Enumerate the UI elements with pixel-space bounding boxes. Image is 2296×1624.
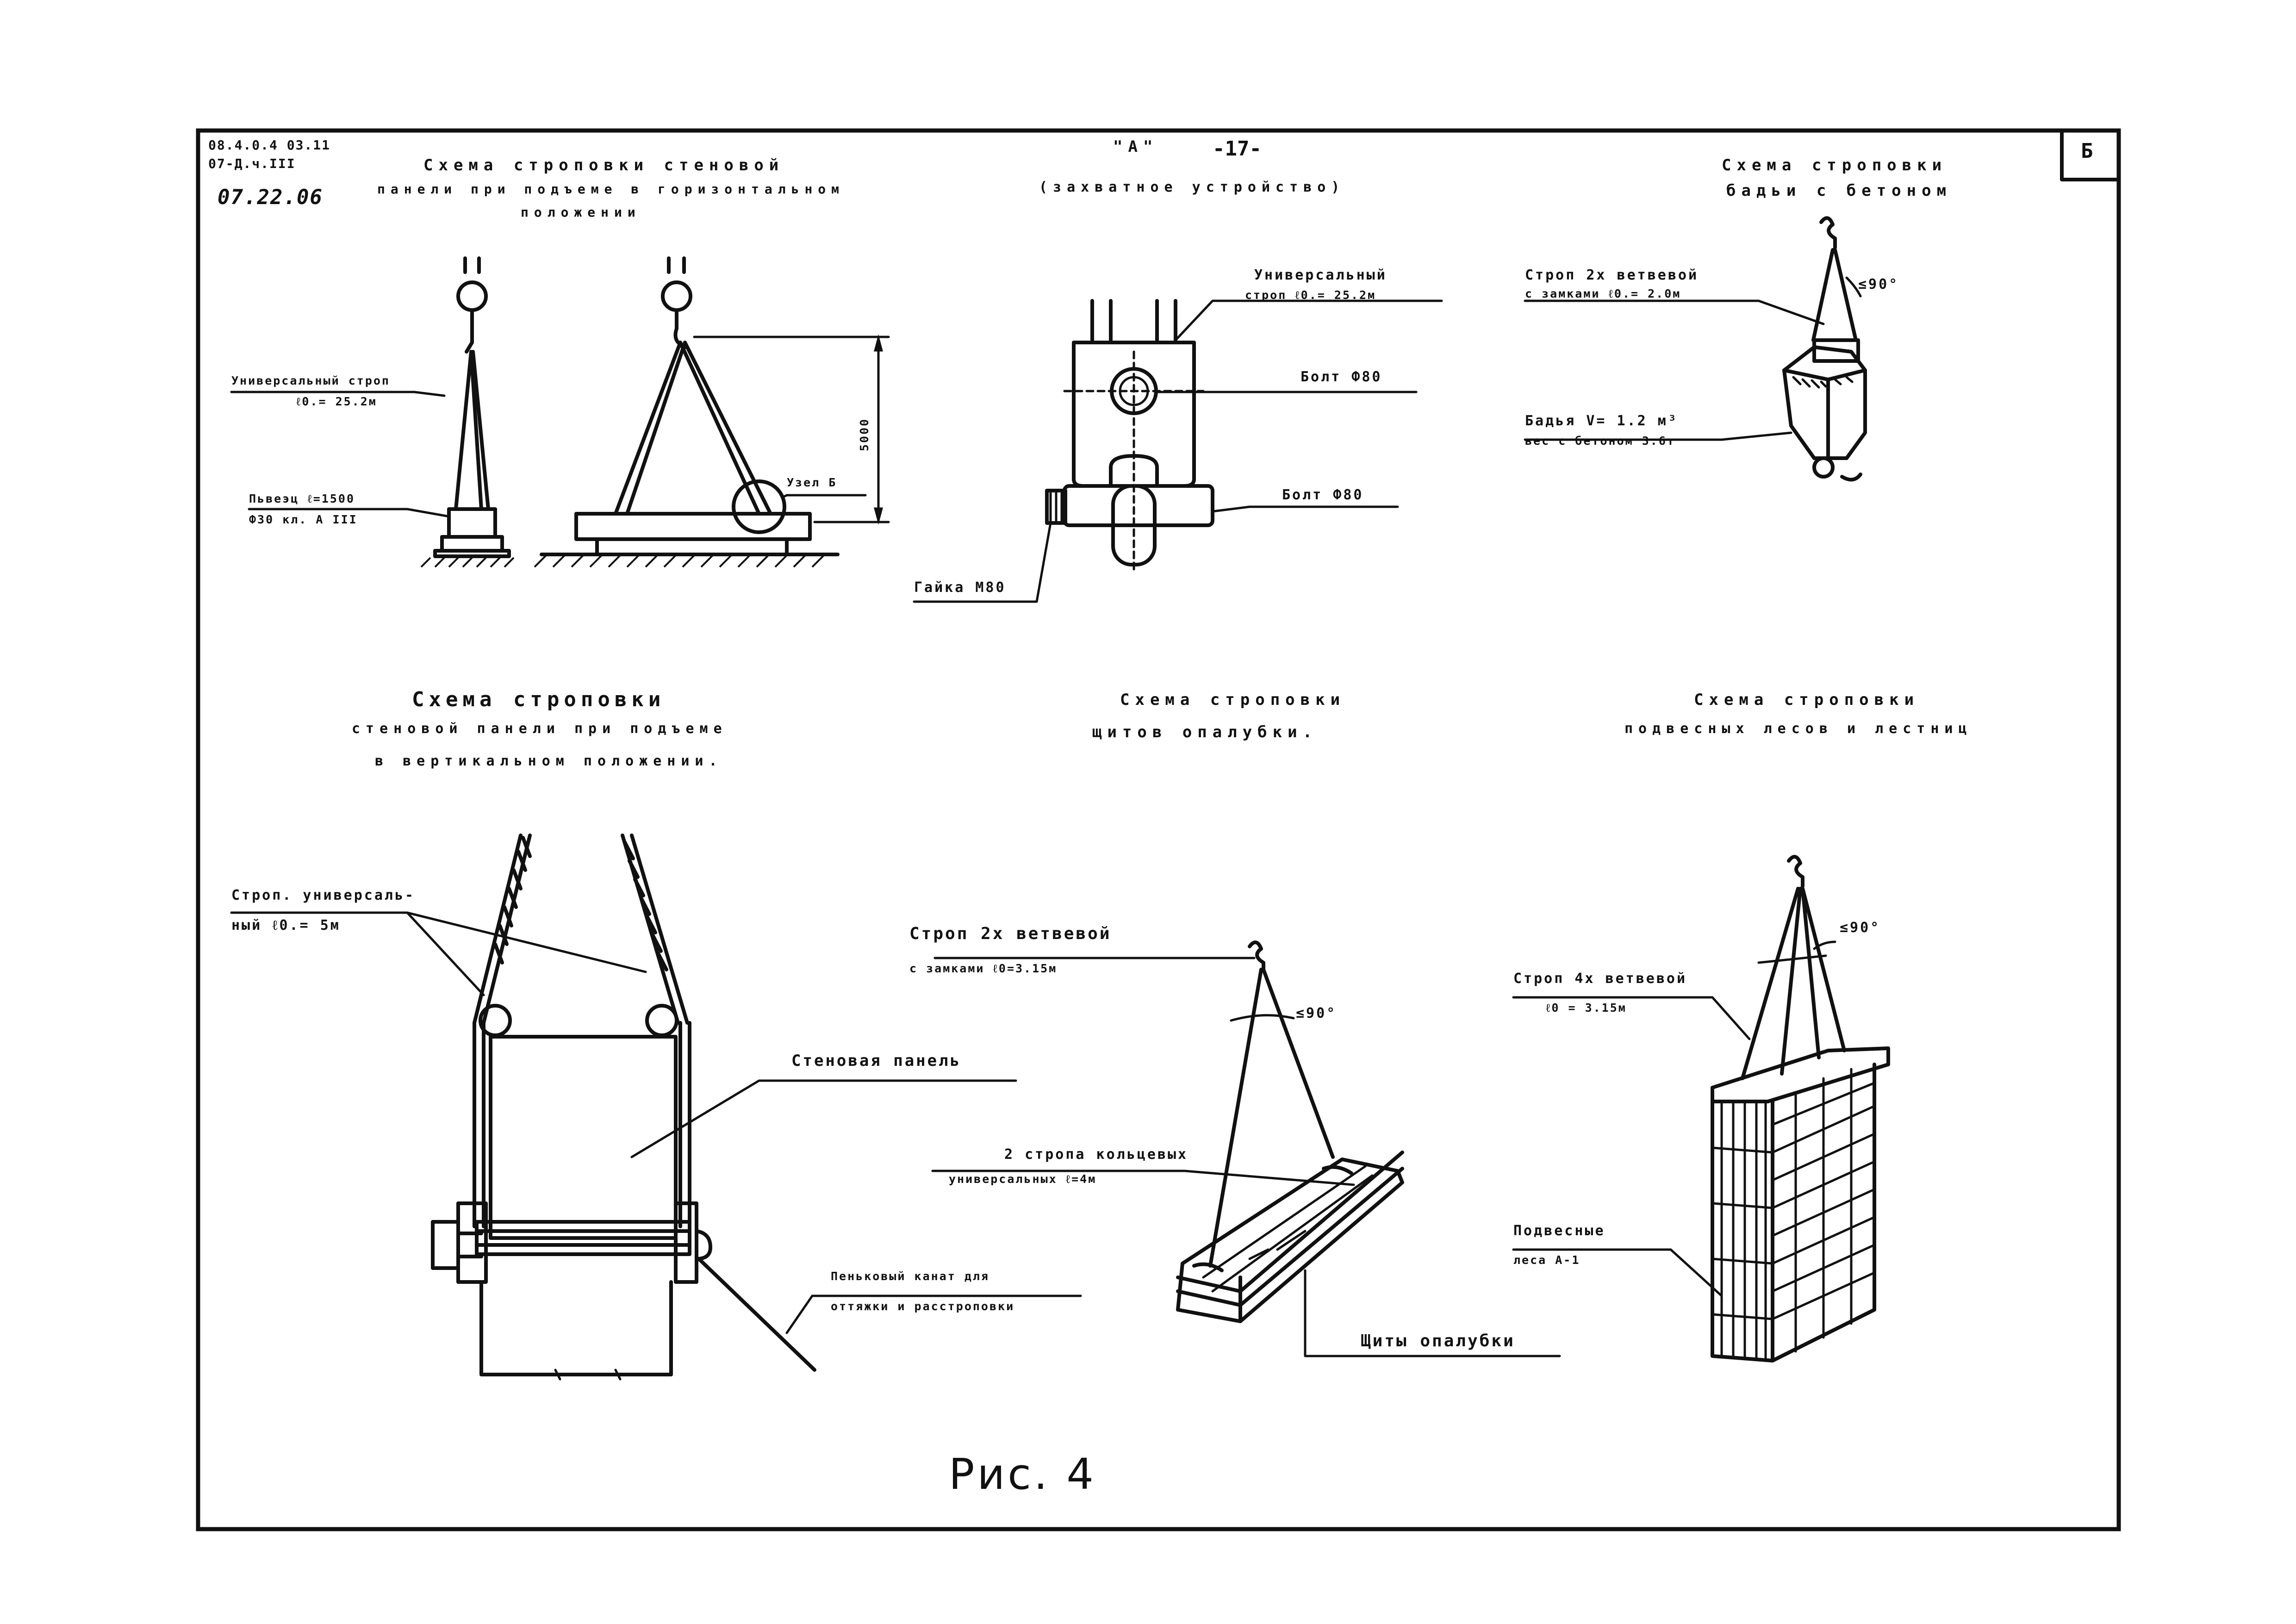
br-sling-label-1: Строп 4х ветвевой — [1513, 971, 1687, 987]
sheet-code-line2: 07-Д.ч.III — [208, 156, 296, 171]
sheet-frame — [196, 128, 2121, 1531]
tl-dimension: 5000 — [858, 417, 871, 451]
bm-shields-label: Щиты опалубки — [1361, 1332, 1515, 1350]
bm-title-line1: Схема строповки — [1120, 691, 1346, 709]
bl-title-line2: стеновой панели при подъеме — [352, 721, 728, 737]
sheet-tag: Б — [2081, 139, 2093, 163]
bl-title-line1: Схема строповки — [412, 688, 666, 711]
tm-title-line1: "А" — [1113, 137, 1158, 156]
sheet-tag-box — [2060, 129, 2121, 181]
br-scaffold-label-2: леса А-1 — [1513, 1253, 1580, 1267]
panel-horizontal-lift-side-view — [420, 256, 515, 568]
bl-rope-label-2: оттяжки и расстроповки — [831, 1300, 1015, 1313]
tl-title-line1: Схема строповки стеновой — [423, 156, 784, 174]
bm-angle-label: ≤90° — [1296, 1005, 1337, 1021]
bl-title-line3: в вертикальном положении. — [375, 753, 723, 769]
tr-bucket-label-1: Бадья V= 1.2 м³ — [1525, 413, 1678, 429]
tl-node-label: Узел Б — [787, 476, 837, 489]
bl-sling-label-1: Строп. универсаль- — [231, 887, 416, 903]
bm-ring-label-1: 2 стропа кольцевых — [1004, 1146, 1188, 1163]
tr-title-line2: бадьи с бетоном — [1726, 181, 1952, 200]
bm-sling-label-1: Строп 2х ветвевой — [909, 924, 1112, 943]
br-title-line2: подвесных лесов и лестниц — [1624, 721, 1972, 737]
concrete-bucket — [1782, 216, 1867, 482]
bl-panel-label: Стеновая панель — [791, 1052, 962, 1070]
page-number: -17- — [1213, 137, 1262, 161]
tl-sling-label-1: Универсальный строп — [231, 374, 390, 387]
panel-vertical-lift — [431, 834, 816, 1381]
tr-sling-label-2: с замками ℓ0.= 2.0м — [1525, 287, 1681, 300]
bm-sling-label-2: с замками ℓ0=3.15м — [909, 962, 1058, 975]
bl-sling-label-2: ный ℓ0.= 5м — [231, 917, 341, 933]
formwork-shields — [1176, 940, 1404, 1323]
br-angle-label: ≤90° — [1840, 920, 1881, 936]
tr-title-line1: Схема строповки — [1722, 156, 1948, 174]
bm-ring-label-2: универсальных ℓ=4м — [949, 1172, 1097, 1186]
figure-caption: Рис. 4 — [949, 1450, 1096, 1499]
tl-title-line2: панели при подъеме в горизонтальном — [377, 181, 845, 197]
br-title-line1: Схема строповки — [1694, 691, 1920, 709]
sheet-code-line3: 07.22.06 — [218, 186, 323, 209]
tl-ring-label-1: Пьвеэц ℓ=1500 — [249, 492, 355, 505]
tr-angle-label: ≤90° — [1858, 276, 1899, 292]
tl-title-line3: положении — [521, 205, 641, 220]
tl-ring-label-2: Ф30 кл. А III — [249, 513, 358, 526]
panel-horizontal-lift-front-view — [534, 256, 890, 568]
tm-nut-label: Гайка М80 — [914, 579, 1006, 596]
tm-sling-label-1: Универсальный — [1254, 267, 1387, 283]
br-sling-label-2: ℓ0 = 3.15м — [1546, 1001, 1627, 1014]
tr-sling-label-1: Строп 2х ветвевой — [1525, 267, 1699, 283]
bl-rope-label-1: Пеньковый канат для — [831, 1269, 989, 1283]
tr-bucket-label-2: вес с бетоном 3.6т — [1525, 434, 1675, 448]
tm-bolt-label-1: Болт Ф80 — [1300, 369, 1382, 385]
gripping-device — [1045, 299, 1214, 571]
tm-title-line2: (захватное устройство) — [1039, 179, 1345, 195]
sheet-code-line1: 08.4.0.4 03.11 — [208, 137, 331, 153]
tm-sling-label-2: строп ℓ0.= 25.2м — [1245, 288, 1376, 302]
bm-title-line2: щитов опалубки. — [1092, 723, 1318, 741]
tl-sling-label-2: ℓ0.= 25.2м — [296, 395, 377, 408]
hanging-scaffold — [1711, 855, 1890, 1363]
br-scaffold-label-1: Подвесные — [1513, 1223, 1605, 1239]
tm-bolt-label-2: Болт Ф80 — [1282, 487, 1364, 503]
